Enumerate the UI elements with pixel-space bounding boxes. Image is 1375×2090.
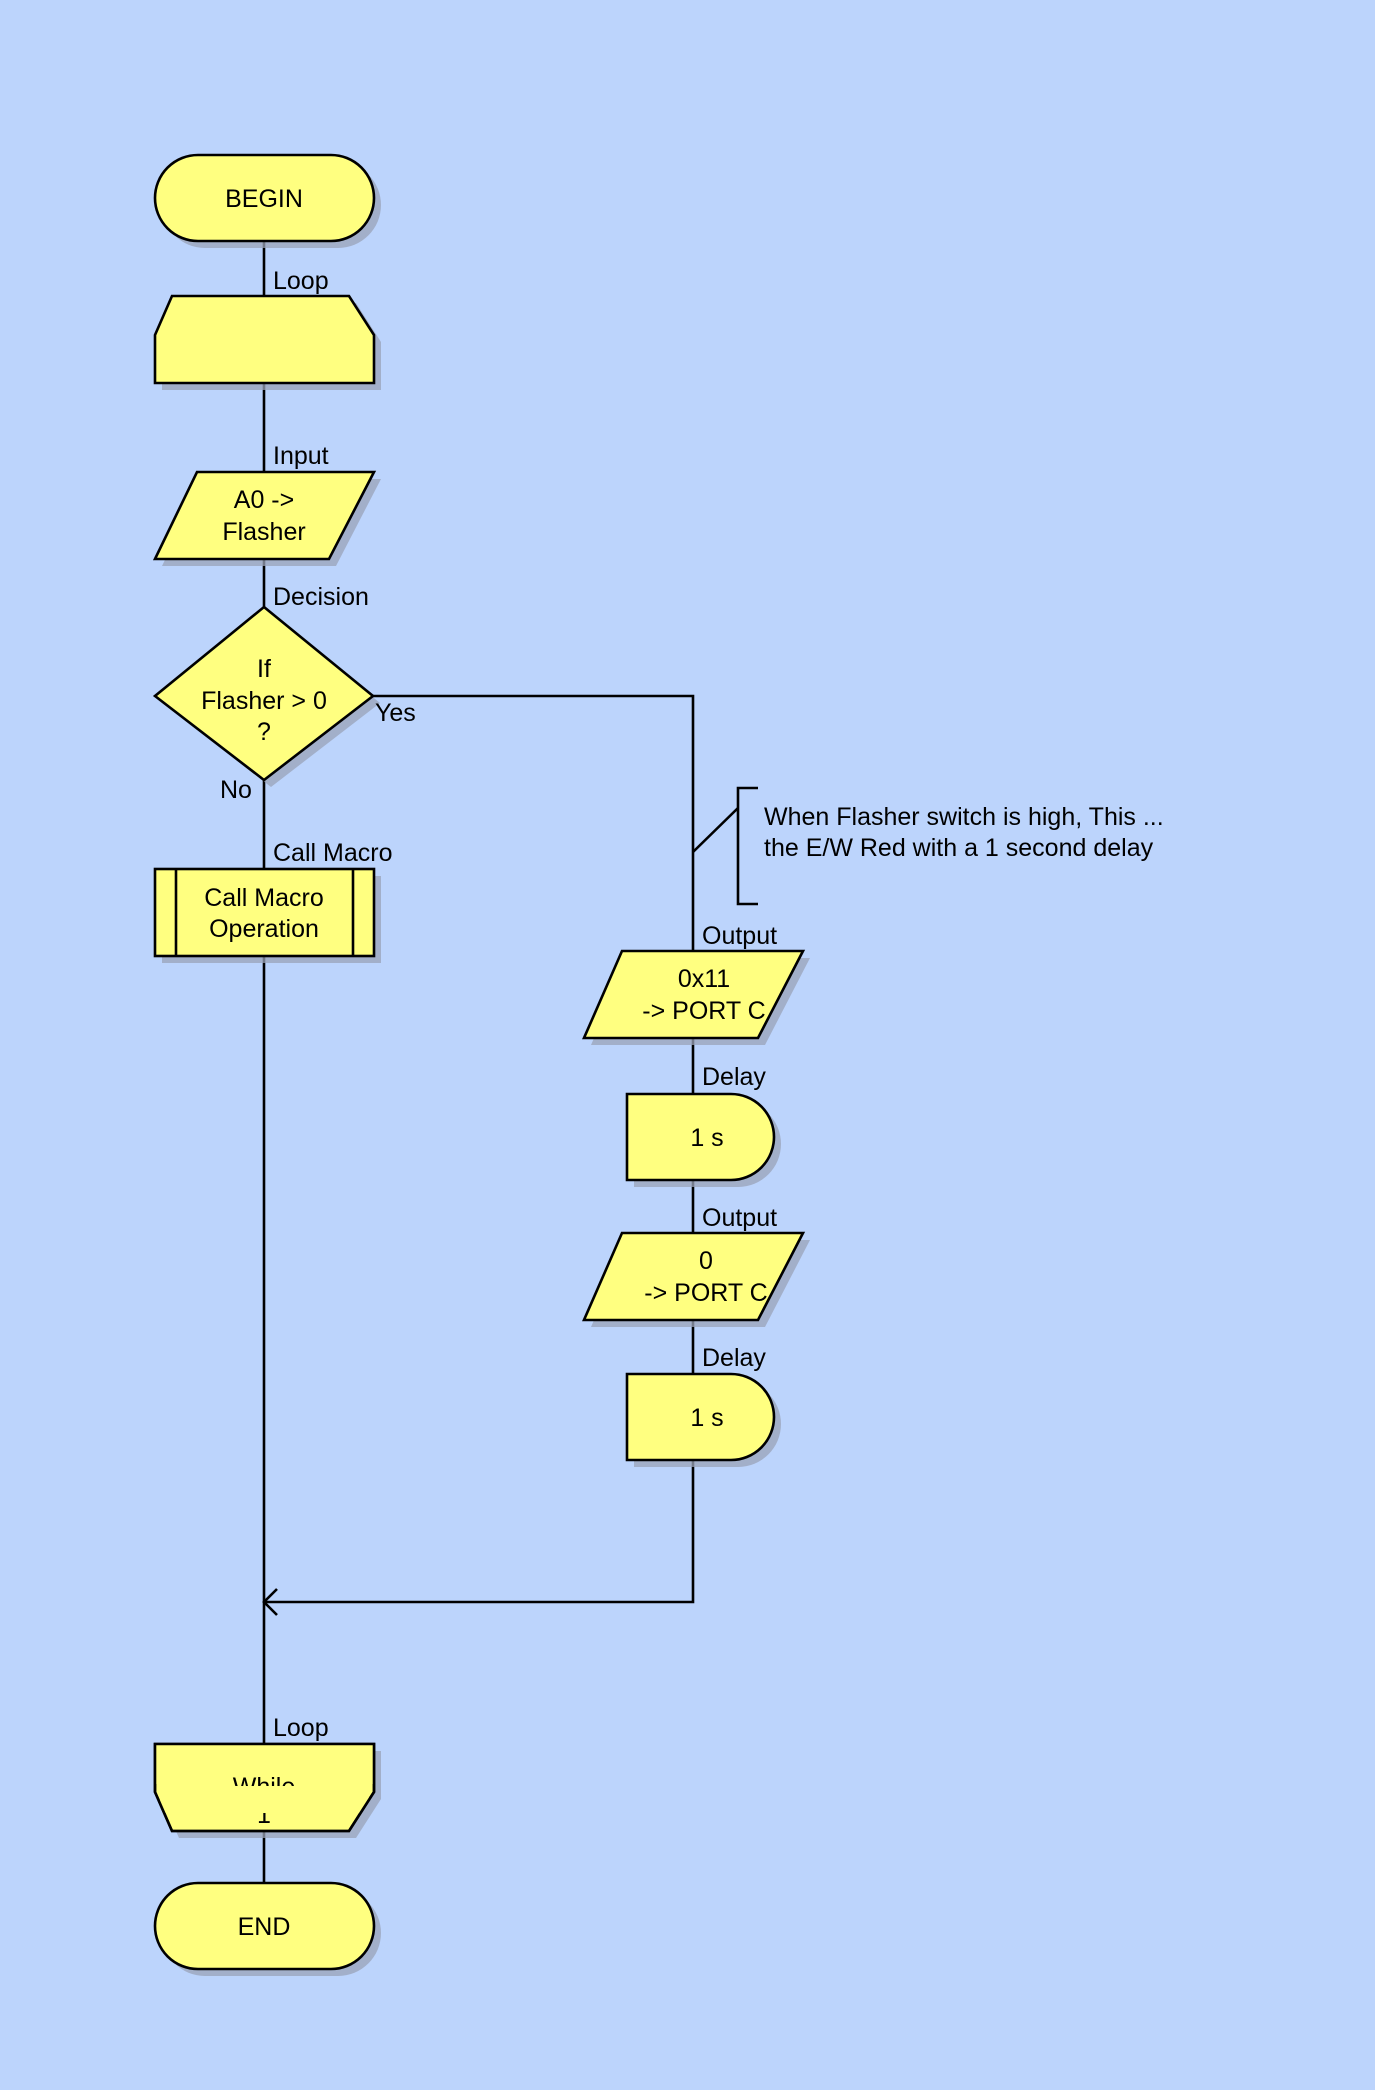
- comment-note[interactable]: When Flasher switch is high, This ... th…: [764, 803, 1164, 862]
- delay1-text: 1 s: [690, 1124, 723, 1152]
- decision-label: Decision: [273, 583, 369, 611]
- output2-block[interactable]: 0 -> PORT C: [582, 1231, 810, 1327]
- loop-bottom-label: Loop: [273, 1714, 329, 1742]
- output1-text-line1: 0x11: [678, 965, 730, 993]
- comment-text-line2: the E/W Red with a 1 second delay: [764, 834, 1154, 862]
- decision-block[interactable]: If Flasher > 0 ?: [152, 605, 380, 787]
- delay1-block[interactable]: 1 s: [625, 1092, 781, 1187]
- output2-text-line2: -> PORT C: [644, 1279, 767, 1307]
- connectors: [262, 242, 758, 1883]
- decision-no-label: No: [220, 776, 252, 804]
- input-label: Input: [273, 442, 329, 470]
- decision-text-line2: Flasher > 0: [201, 687, 327, 715]
- input-text-line1: A0 ->: [234, 486, 294, 514]
- output1-label: Output: [702, 922, 777, 950]
- delay2-label: Delay: [702, 1344, 766, 1372]
- output1-block[interactable]: 0x11 -> PORT C: [582, 949, 810, 1045]
- connector-yes-return: [264, 1460, 695, 1604]
- delay1-label: Delay: [702, 1063, 766, 1091]
- begin-text: BEGIN: [225, 185, 303, 213]
- call-macro-label: Call Macro: [273, 839, 392, 867]
- input-text-line2: Flasher: [222, 518, 305, 546]
- connector-decision-yes: [373, 694, 695, 952]
- call-macro-text-line1: Call Macro: [204, 884, 323, 912]
- loop-top-label: Loop: [273, 267, 329, 295]
- call-macro-block[interactable]: Call Macro Operation: [153, 867, 381, 963]
- delay2-block[interactable]: 1 s: [625, 1372, 781, 1467]
- comment-bracket: [736, 786, 758, 906]
- output2-label: Output: [702, 1204, 777, 1232]
- delay2-text: 1 s: [690, 1404, 723, 1432]
- end-text: END: [238, 1913, 291, 1941]
- decision-text-line3: ?: [257, 718, 271, 746]
- begin-terminator[interactable]: BEGIN: [153, 153, 381, 248]
- decision-text-line1: If: [257, 655, 271, 683]
- input-block[interactable]: A0 -> Flasher: [152, 470, 381, 566]
- output1-text-line2: -> PORT C: [642, 997, 765, 1025]
- comment-text-line1: When Flasher switch is high, This ...: [764, 803, 1164, 831]
- comment-leader: [692, 807, 739, 853]
- end-terminator[interactable]: END: [153, 1881, 381, 1976]
- call-macro-text-line2: Operation: [209, 915, 319, 943]
- loop-end-block[interactable]: While 1: [153, 1742, 381, 1838]
- loop-start-block[interactable]: [153, 294, 381, 390]
- merge-arrow-icon: [262, 1588, 278, 1616]
- output2-text-line1: 0: [699, 1247, 713, 1275]
- decision-yes-label: Yes: [375, 699, 416, 727]
